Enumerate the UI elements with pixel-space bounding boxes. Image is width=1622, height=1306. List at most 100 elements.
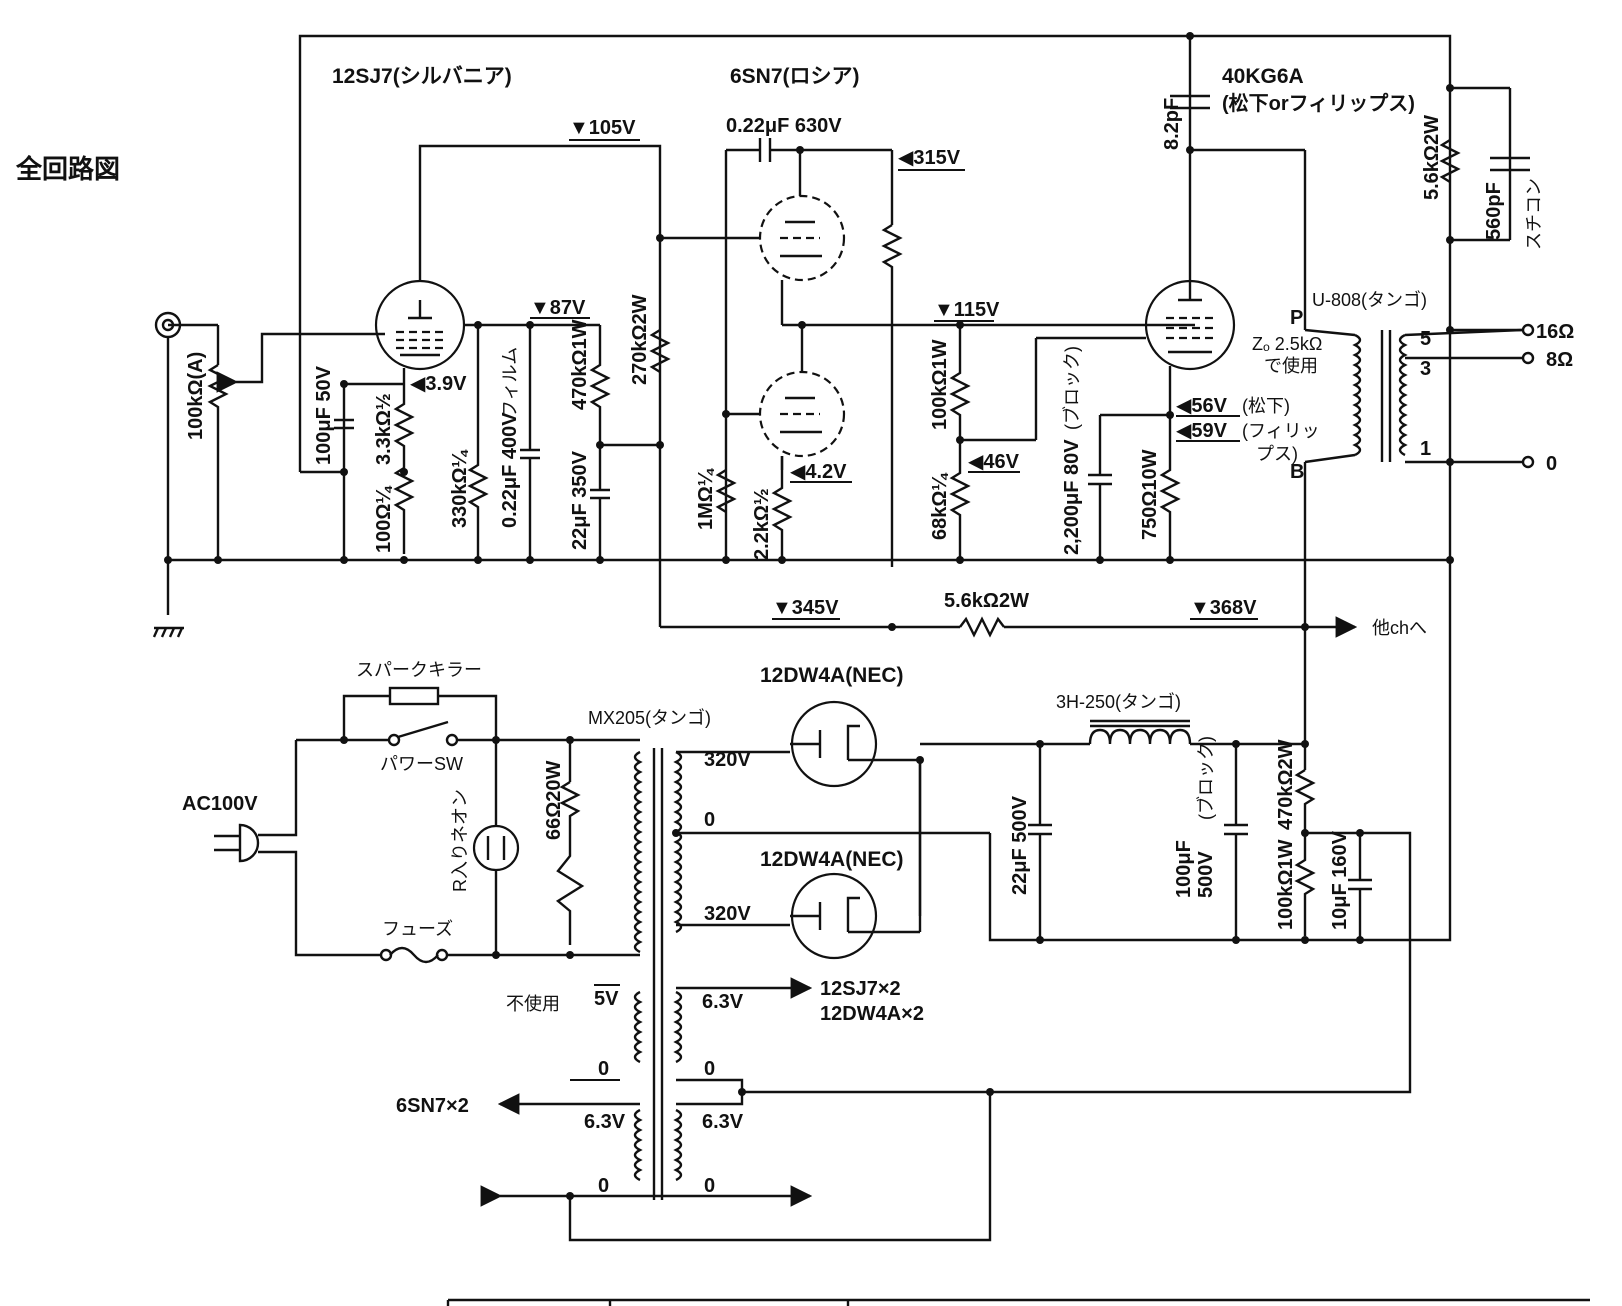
switch-label: パワーSW (380, 754, 463, 774)
opt-z2: で使用 (1264, 356, 1318, 376)
v63c-label: 6.3V (584, 1111, 626, 1133)
volt-56v: ◀56V (1176, 395, 1228, 417)
c-2200u-label: 2,200μF 80V (1061, 439, 1083, 555)
v63b-label: 6.3V (702, 1111, 744, 1133)
top-wiring (298, 34, 1522, 490)
c-022u400-note: フィルム (500, 347, 520, 418)
choke-label: 3H-250(タンゴ) (1056, 692, 1181, 712)
volt-46v: ◀46V (968, 451, 1020, 473)
resistor-5k6-feedback (1439, 138, 1461, 184)
hv-320a-label: 320V (704, 749, 751, 771)
r-66-label: 66Ω20W (543, 760, 565, 840)
c-560p-label: 560pF (1483, 182, 1505, 240)
junction-dots (164, 32, 1454, 1200)
v63b-0-label: 0 (704, 1175, 715, 1197)
hv-0-label: 0 (704, 809, 715, 831)
heater1-b: 12DW4A×2 (820, 1003, 924, 1025)
spark-killer-label: スパークキラー (356, 660, 482, 680)
table-frame (446, 1298, 1590, 1306)
r-1m-label: 1MΩ¼ (695, 467, 717, 530)
ac-plug[interactable] (214, 823, 260, 863)
c-100u500-note: (ブロック) (1195, 736, 1216, 820)
c-coupling-label: 0.22μF 630V (726, 115, 842, 137)
resistor-470k (589, 325, 611, 445)
power-switch-contact2 (445, 733, 459, 747)
terminal-8ohm[interactable] (1521, 351, 1535, 365)
volt-59v-note2: プス) (1256, 444, 1298, 464)
unused-label: 不使用 (506, 994, 560, 1014)
r-68k-label: 68kΩ¼ (929, 472, 951, 540)
spark-killer (388, 686, 440, 706)
volt-315v: ◀315V (898, 147, 961, 169)
resistor-66 (555, 780, 585, 945)
resistor-750 (1159, 415, 1181, 557)
tube-12sj7 (374, 279, 466, 371)
neon-label: R入りネオン (450, 789, 470, 892)
capacitor-560p (1490, 156, 1530, 172)
capacitor-100u50 (334, 418, 354, 430)
neon-lamp (472, 824, 520, 872)
c-22u350-label: 22μF 350V (569, 450, 591, 550)
c-100u500-b: 500V (1195, 851, 1217, 898)
opt-tap3: 3 (1420, 358, 1431, 380)
volt-115v: ▼115V (934, 299, 1000, 321)
heater1-a: 12SJ7×2 (820, 978, 901, 1000)
resistor-330k (467, 325, 489, 560)
v63c-0-label: 0 (598, 1175, 609, 1197)
terminal-16ohm[interactable] (1521, 323, 1535, 337)
c-560p-note: スチコン (1524, 178, 1544, 250)
r-470k-label: 470kΩ1W (569, 319, 591, 410)
resistor-2k2 (771, 456, 793, 560)
tube-label-40kg6a-sub: (松下orフィリップス) (1222, 92, 1415, 115)
volt-59v: ◀59V (1176, 420, 1228, 442)
volume-pot[interactable] (207, 363, 229, 437)
out-16-label: 16Ω (1536, 321, 1574, 343)
opt-tap5: 5 (1420, 328, 1431, 350)
capacitor-2200u (1088, 473, 1112, 486)
volt-105v: ▼105V (569, 117, 636, 139)
terminal-0[interactable] (1521, 455, 1535, 469)
resistor-plate-6sn7 (881, 223, 903, 567)
tube-label-12sj7: 12SJ7(シルバニア) (332, 65, 512, 88)
v63a-label: 6.3V (702, 991, 744, 1013)
r-2k2-label: 2.2kΩ½ (751, 488, 773, 560)
opt-b: B (1290, 461, 1304, 483)
r-270k-label: 270kΩ2W (629, 294, 651, 385)
r-100-label: 100Ω¼ (373, 485, 395, 553)
volt-59v-note1: (フィリッ (1242, 421, 1320, 441)
out-0-label: 0 (1546, 453, 1557, 475)
choke (1088, 728, 1192, 745)
c-10u160-label: 10μF 160V (1329, 830, 1351, 930)
r-5k6-fb-label: 5.6kΩ2W (1421, 115, 1443, 200)
other-ch-label: 他chへ (1372, 618, 1427, 638)
tube-6sn7-upper (758, 194, 846, 282)
ground-symbol (152, 626, 184, 638)
opt-tap1: 1 (1420, 438, 1431, 460)
output-transformer (1352, 330, 1408, 462)
volt-4v2: ◀4.2V (790, 461, 847, 483)
r-100k1w-b-label: 100kΩ1W (1275, 839, 1297, 930)
capacitor-100u500 (1224, 823, 1248, 836)
opt-p: P (1290, 307, 1303, 329)
resistor-270k (649, 328, 671, 374)
r-3k3-label: 3.3kΩ½ (373, 393, 395, 465)
rect2-label: 12DW4A(NEC) (760, 848, 904, 871)
tube-label-40kg6a: 40KG6A (1222, 65, 1304, 88)
c-22u500-label: 22μF 500V (1009, 795, 1031, 895)
c-100u500-a: 100μF (1173, 840, 1195, 898)
rect1-label: 12DW4A(NEC) (760, 664, 904, 687)
r-330k-label: 330kΩ¼ (449, 448, 471, 528)
power-switch[interactable] (397, 720, 449, 739)
c-2200u-note: (ブロック) (1061, 346, 1082, 430)
v5-0-label: 0 (598, 1058, 609, 1080)
heater2-label: 6SN7×2 (396, 1095, 469, 1117)
power-switch-contact1 (387, 733, 401, 747)
capacitor-022u400 (520, 448, 540, 460)
ac-label: AC100V (182, 793, 258, 815)
volt-87v: ▼87V (530, 297, 586, 319)
out-8-label: 8Ω (1546, 349, 1573, 371)
resistor-1m (715, 468, 737, 514)
v63a-0-label: 0 (704, 1058, 715, 1080)
c-100u50-label: 100μF 50V (313, 365, 335, 465)
